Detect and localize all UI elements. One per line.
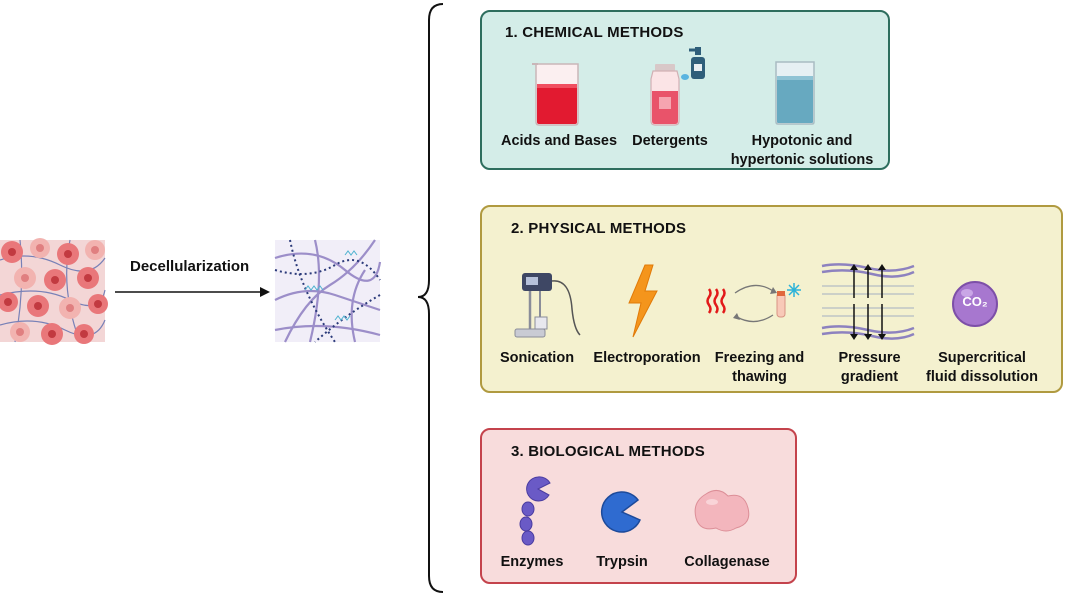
enzyme-chain-icon bbox=[519, 476, 551, 546]
trypsin-icon bbox=[600, 491, 641, 533]
panel-title: 1. CHEMICAL METHODS bbox=[505, 24, 684, 41]
freeze-thaw-icon bbox=[706, 283, 801, 323]
decellularization-arrow bbox=[115, 287, 270, 297]
panel-title: 3. BIOLOGICAL METHODS bbox=[511, 443, 705, 460]
method-label: Sonication bbox=[499, 350, 575, 366]
sonicator-icon bbox=[514, 273, 581, 338]
physical-methods-panel: 2. PHYSICAL METHODS bbox=[480, 205, 1063, 393]
curly-brace bbox=[417, 3, 444, 593]
method-label: Enzymes bbox=[500, 554, 564, 570]
beaker-icon bbox=[532, 63, 579, 126]
method-label: Acids and Bases bbox=[500, 133, 618, 149]
glass-icon bbox=[775, 61, 815, 125]
pressure-icon bbox=[821, 263, 915, 340]
panel-title: 2. PHYSICAL METHODS bbox=[511, 220, 687, 237]
method-label: Trypsin bbox=[596, 554, 648, 570]
co2-label: CO₂ bbox=[962, 294, 988, 309]
chemical-methods-panel: 1. CHEMICAL METHODS Acids and Bases Dete… bbox=[480, 10, 890, 170]
detergent-bottle-icon bbox=[650, 47, 705, 126]
lightning-icon bbox=[628, 264, 658, 338]
decellularized-scaffold-image bbox=[274, 239, 382, 343]
method-label: Collagenase bbox=[684, 554, 770, 570]
cellular-tissue-image bbox=[0, 238, 108, 345]
decellularization-label: Decellularization bbox=[130, 258, 250, 275]
method-label: Electroporation bbox=[593, 350, 701, 366]
co2-icon bbox=[952, 281, 998, 327]
biological-methods-panel: 3. BIOLOGICAL METHODS Enzymes Trypsin Co… bbox=[480, 428, 797, 584]
collagenase-icon bbox=[694, 490, 750, 532]
method-label: Detergents bbox=[632, 133, 708, 149]
